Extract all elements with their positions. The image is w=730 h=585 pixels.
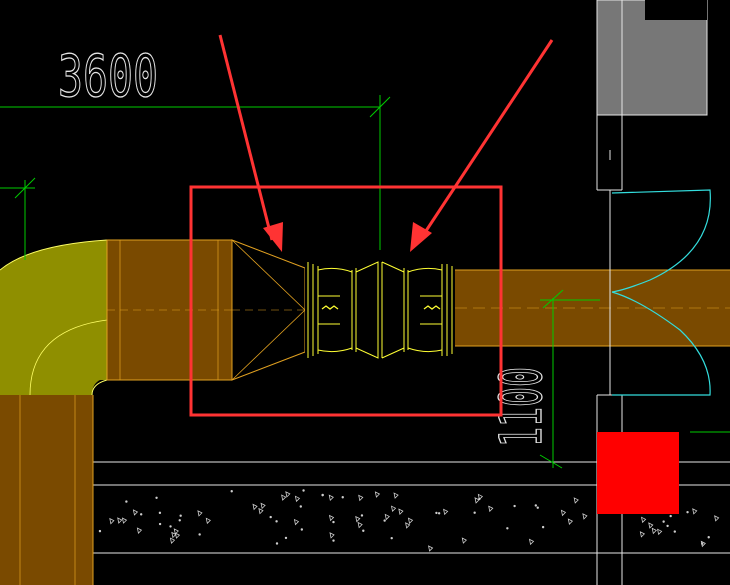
dimension-1100: 1100 bbox=[487, 367, 555, 447]
cyan-damper bbox=[611, 189, 711, 396]
vertical-duct-left bbox=[0, 395, 94, 585]
red-block bbox=[597, 432, 679, 514]
duct-elbow bbox=[0, 239, 108, 396]
arrow-left bbox=[218, 34, 283, 252]
duct-segment-left bbox=[106, 239, 233, 381]
duct-reducer bbox=[231, 239, 306, 381]
flexible-connector bbox=[305, 261, 455, 359]
arrow-right bbox=[410, 39, 554, 252]
dimension-lines bbox=[0, 95, 730, 469]
duct-segment-right bbox=[455, 269, 730, 347]
wall-right bbox=[596, 0, 708, 585]
highlight-box bbox=[189, 185, 503, 417]
dimension-3600: 3600 bbox=[58, 42, 158, 110]
